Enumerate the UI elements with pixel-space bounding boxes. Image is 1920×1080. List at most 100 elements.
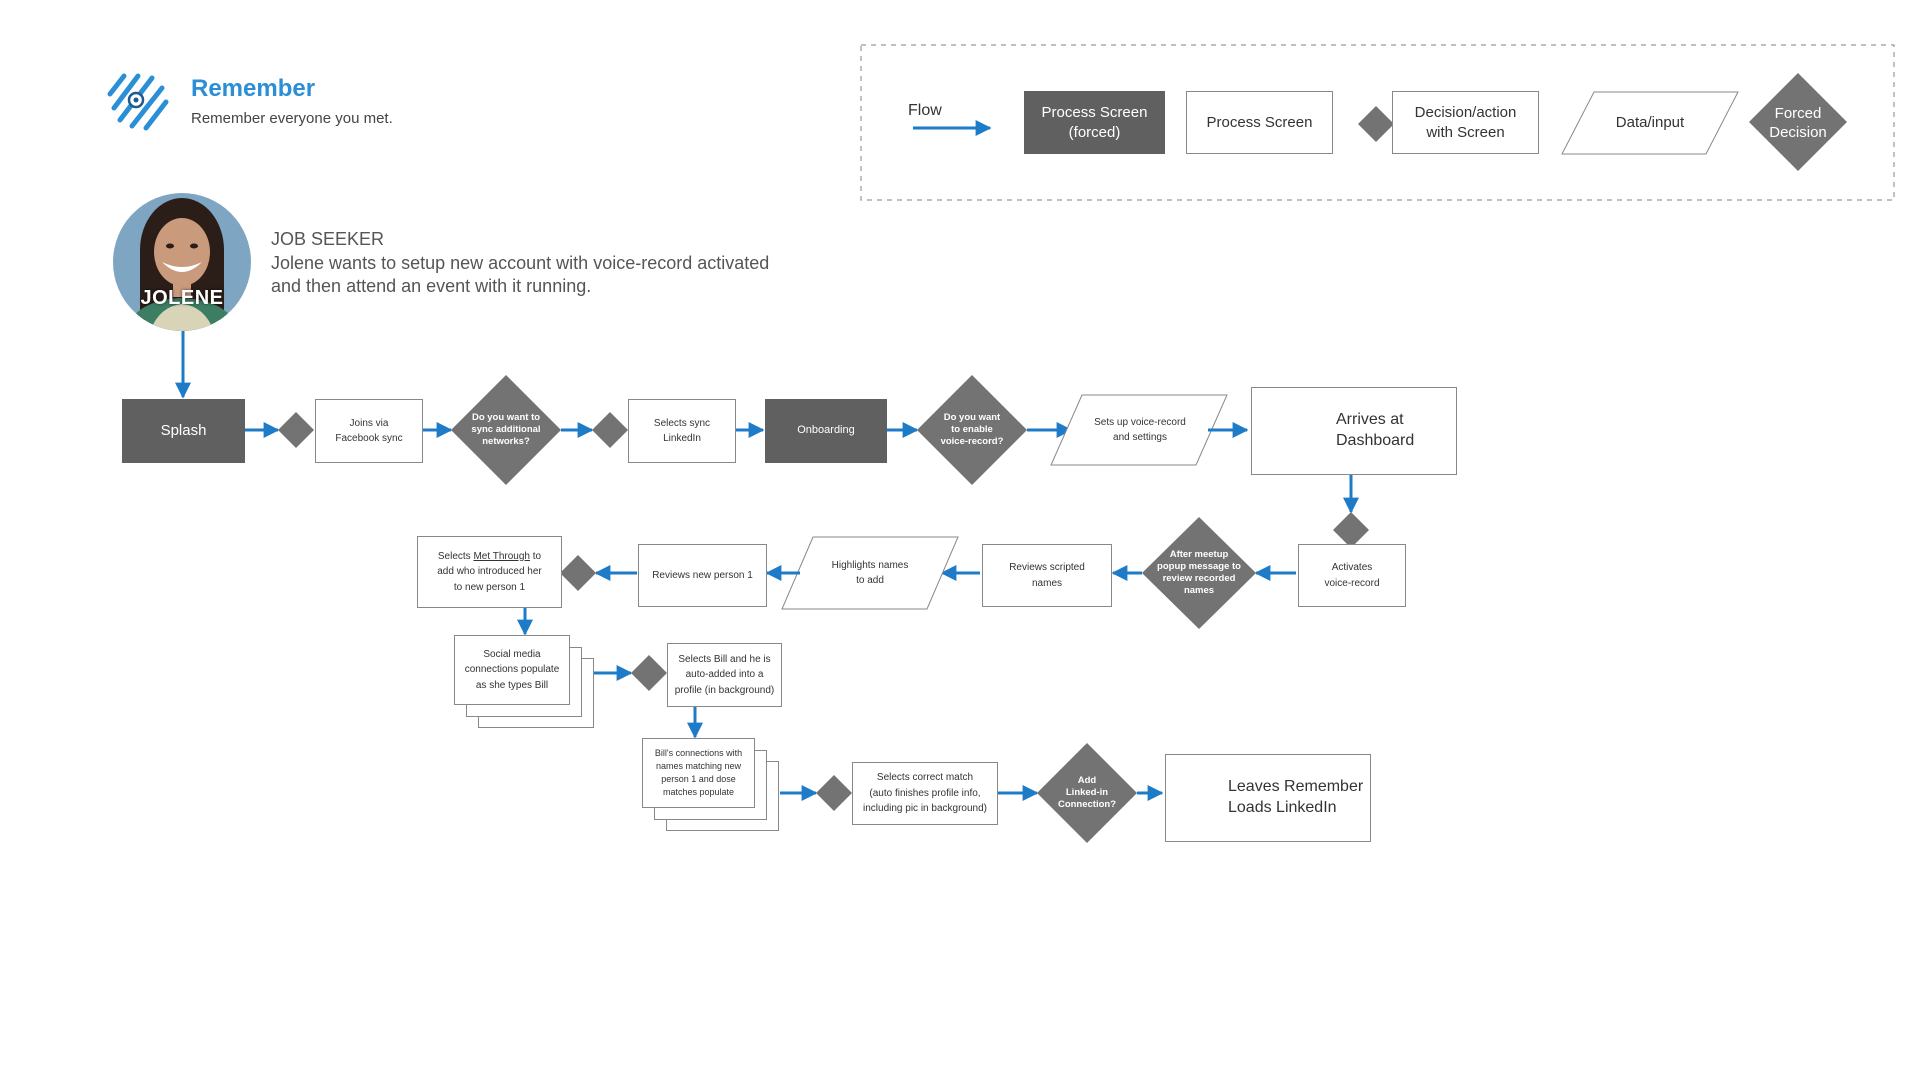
persona-description-line-2: and then attend an event with it running… [271, 276, 592, 296]
bills-conn-line-3: person 1 and dose [661, 774, 736, 784]
met-through-suffix: to [529, 550, 542, 562]
selects-sync-line-2: LinkedIn [663, 433, 701, 444]
social-line-2: connections populate [464, 664, 560, 676]
sync-networks-decision [451, 375, 561, 485]
selects-bill-line-2: auto-added into a [685, 669, 764, 681]
legend-decision-screen: Decision/action with Screen [1392, 91, 1539, 154]
dashboard-node: Arrives at Dashboard [1251, 387, 1457, 475]
setup-voice-line-1: Sets up voice-record [1094, 416, 1186, 428]
correct-match-node: Selects correct match (auto finishes pro… [852, 762, 998, 825]
activates-line-1: Activates [1331, 562, 1373, 573]
leaves-remember-node: Leaves Remember Loads LinkedIn [1165, 754, 1371, 842]
reviews-scripted-line-1: Reviews scripted [1009, 562, 1085, 573]
decision-diamond-3 [1333, 512, 1369, 548]
highlights-line-2: to add [856, 575, 884, 586]
linkedin-connection-question: Add Linked-in Connection? [1045, 769, 1129, 817]
onboarding-screen: Onboarding [765, 399, 887, 463]
joins-line-1: Joins via [349, 417, 389, 429]
selects-bill-line-3: profile (in background) [674, 684, 775, 696]
persona-description: Jolene wants to setup new account with v… [271, 252, 871, 298]
linkedin-q-line-2: Linked-in [1065, 787, 1109, 799]
legend-data-parallelogram [1561, 91, 1739, 155]
linkedin-q-line-3: Connection? [1057, 798, 1117, 810]
after-meetup-line-4: names [1183, 584, 1215, 596]
voice-q-line-2: to enable [951, 424, 993, 436]
app-tagline: Remember everyone you met. [191, 110, 393, 127]
voice-record-decision [917, 375, 1027, 485]
legend-process: Process Screen [1186, 91, 1333, 154]
reviews-scripted-node: Reviews scripted names [982, 544, 1112, 607]
highlights-line-1: Highlights names [831, 559, 909, 571]
legend-data-input-label: Data/input [1615, 113, 1685, 131]
legend-forced-decision-line-2: Decision [1769, 124, 1827, 141]
legend-forced-decision-label: Forced Decision [1749, 92, 1847, 154]
legend-process-forced-line-1: Process Screen [1041, 104, 1148, 121]
setup-voice-line-2: and settings [1113, 432, 1167, 443]
bills-conn-line-4: matches populate [662, 787, 735, 798]
after-meetup-line-2: popup message to [1157, 561, 1241, 573]
legend-process-forced: Process Screen (forced) [1024, 91, 1165, 154]
dashboard-line-1: Arrives at [1336, 411, 1404, 429]
legend-box [860, 44, 1895, 201]
sync-networks-question: Do you want to sync additional networks? [461, 405, 551, 455]
correct-match-line-3: including pic in background) [863, 803, 987, 815]
after-meetup-question: After meetup popup message to review rec… [1149, 543, 1249, 603]
joins-facebook-node: Joins via Facebook sync [315, 399, 423, 463]
activates-voice-record-node: Activates voice-record [1298, 544, 1406, 607]
app-name: Remember [191, 75, 316, 102]
persona-role: JOB SEEKER [271, 229, 385, 249]
bills-connections-node: Bill's connections with names matching n… [642, 738, 755, 808]
selects-bill-line-1: Selects Bill and he is [678, 653, 771, 665]
linkedin-q-line-1: Add [1077, 775, 1097, 787]
highlights-parallelogram [781, 536, 959, 610]
met-through-node: Selects Met Through to add who introduce… [417, 536, 562, 608]
persona-name: JOLENE [140, 287, 224, 309]
social-line-3: as she types Bill [475, 679, 549, 691]
reviews-new-person-node: Reviews new person 1 [638, 544, 767, 607]
persona-description-line-1: Jolene wants to setup new account with v… [271, 253, 770, 273]
legend-forced-decision-diamond [1749, 73, 1847, 171]
splash-screen: Splash [122, 399, 245, 463]
avatar-illustration [113, 193, 251, 331]
decision-diamond-2 [592, 412, 628, 448]
legend-process-label: Process Screen [1206, 113, 1313, 131]
sync-q-line-1: Do you want to [471, 412, 541, 424]
legend-flow-label: Flow [908, 102, 942, 119]
dashboard-line-2: Dashboard [1336, 432, 1415, 449]
social-connections-node: Social media connections populate as she… [454, 635, 570, 705]
reviews-scripted-line-2: names [1031, 577, 1062, 589]
sync-q-line-3: networks? [482, 435, 530, 447]
leaves-line-2: Loads LinkedIn [1228, 799, 1337, 816]
splash-label: Splash [160, 422, 207, 440]
reviews-new-label: Reviews new person 1 [652, 569, 753, 581]
social-line-1: Social media [483, 648, 541, 660]
highlights-label: Highlights names to add [805, 548, 935, 598]
selects-bill-node: Selects Bill and he is auto-added into a… [667, 643, 782, 707]
after-meetup-decision [1142, 517, 1256, 629]
decision-diamond-4 [560, 555, 596, 591]
selects-sync-linkedin-node: Selects sync LinkedIn [628, 399, 736, 463]
legend-process-forced-line-2: (forced) [1068, 123, 1121, 141]
selects-sync-line-1: Selects sync [653, 417, 711, 429]
met-through-line-3: to new person 1 [453, 581, 526, 593]
met-through-keyword: Met Through [473, 550, 530, 562]
after-meetup-line-1: After meetup [1169, 549, 1229, 561]
bills-conn-line-2: names matching new [655, 760, 742, 771]
onboarding-label: Onboarding [797, 424, 855, 437]
met-through-line-1: Selects Met Through to [438, 549, 541, 565]
voice-record-question: Do you want to enable voice-record? [927, 405, 1017, 455]
legend-decision-diamond [1358, 106, 1394, 142]
bills-conn-line-1: Bill's connections with [654, 747, 743, 758]
decision-diamond-6 [816, 775, 852, 811]
correct-match-line-2: (auto finishes profile info, [869, 787, 981, 799]
voice-q-line-3: voice-record? [940, 435, 1004, 447]
setup-voice-label: Sets up voice-record and settings [1075, 405, 1205, 455]
leaves-line-1: Leaves Remember [1228, 778, 1364, 796]
decision-diamond-1 [278, 412, 314, 448]
setup-voice-parallelogram [1050, 394, 1228, 466]
activates-line-2: voice-record [1324, 577, 1380, 589]
decision-diamond-5 [631, 655, 667, 691]
met-through-prefix: Selects [437, 550, 474, 562]
joins-line-2: Facebook sync [335, 433, 403, 444]
linkedin-connection-decision [1037, 743, 1137, 843]
